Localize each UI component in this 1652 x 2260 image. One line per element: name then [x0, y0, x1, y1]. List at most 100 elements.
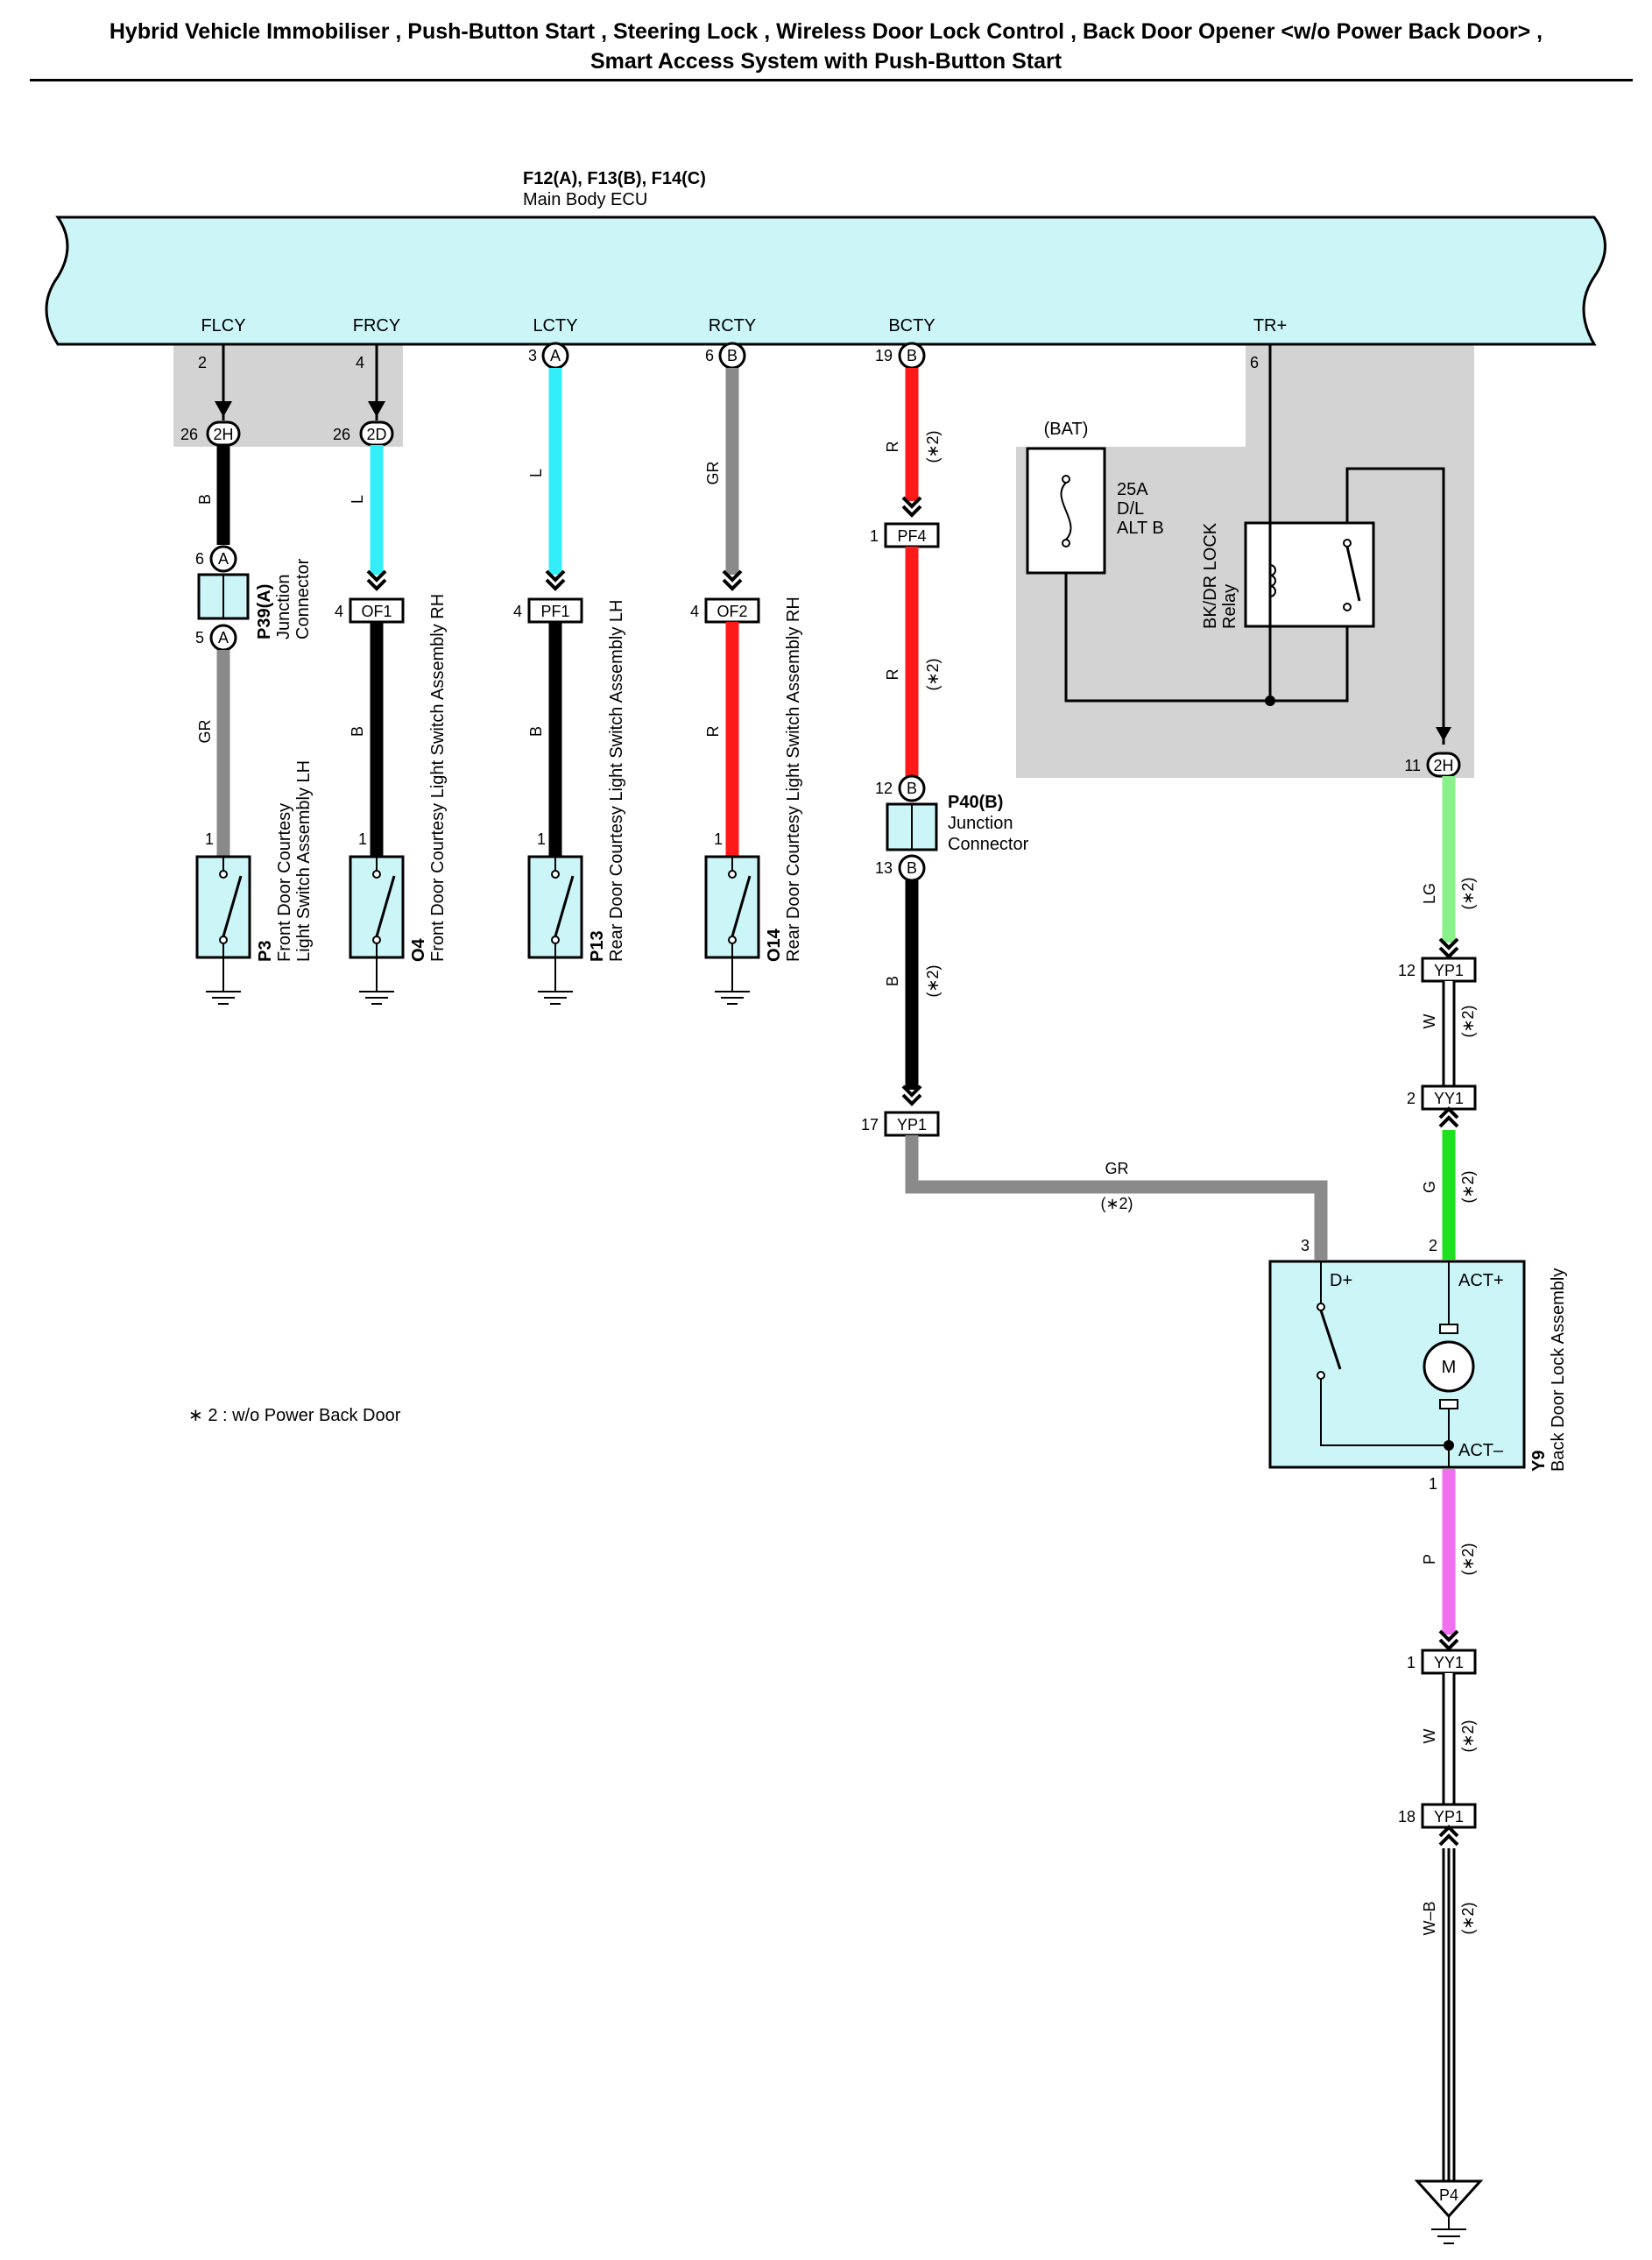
fuse-label-2: ALT B: [1117, 519, 1164, 538]
note-bcty-gr: (∗2): [1100, 1195, 1133, 1212]
pin-switch-p13: 1: [537, 830, 546, 848]
connector-yp1-w-label: YP1: [1434, 1808, 1464, 1826]
note-wb: (∗2): [1459, 1902, 1477, 1934]
pin-switch-p3: 1: [205, 830, 214, 848]
switch-o14-label: Rear Door Courtesy Light Switch Assembly…: [784, 597, 803, 962]
wire-color-lg: LG: [1421, 883, 1438, 904]
switch-o14-ref: O14: [765, 928, 784, 962]
wire-color-flcy-gr: GR: [196, 719, 214, 743]
bcty-circuit: B 19 R (∗2) PF4 1 R (∗2) B 12 P40(B) Jun…: [861, 342, 1328, 1260]
ecu-terminal-frcy: FRCY: [353, 316, 400, 335]
pin-pf4: 1: [870, 527, 879, 545]
wire-color-frcy-l: L: [349, 495, 366, 504]
rcty-pin-b-label: B: [727, 347, 738, 364]
pin-p39-bottom: 5: [195, 629, 204, 646]
wire-color-lcty-b: B: [527, 726, 545, 737]
badge-2d-frcy-label: 2D: [366, 426, 386, 443]
fuse-bat: (BAT): [1044, 420, 1089, 439]
pin-y9-g: 2: [1429, 1237, 1437, 1254]
ecu-ref: F12(A), F13(B), F14(C): [523, 169, 706, 188]
ecu-terminal-bcty: BCTY: [888, 316, 935, 335]
note-p: (∗2): [1459, 1543, 1477, 1575]
diagram-title-line-1: Hybrid Vehicle Immobiliser , Push-Button…: [109, 19, 1543, 44]
wire-color-bcty-r1: R: [884, 441, 901, 453]
note-bcty-r1: (∗2): [924, 430, 942, 463]
note-lg: (∗2): [1459, 877, 1477, 909]
lcty-circuit: A 3 L PF1 4 B 1 P13 Rear Door Courtesy L…: [513, 342, 626, 1005]
wire-color-rcty-gr: GR: [704, 461, 722, 484]
ground-o4: [358, 978, 395, 1005]
wire-color-g: G: [1421, 1181, 1438, 1193]
bkdr-lock-relay: [1244, 521, 1375, 628]
pin-frcy: 4: [356, 354, 364, 371]
pin-p39-top: 6: [195, 550, 204, 568]
fuse-amp: 25A: [1117, 480, 1148, 499]
p39-label-1: Junction: [274, 575, 293, 640]
ecu-terminal-trplus: TR+: [1253, 316, 1287, 335]
p39-pin-a-top: [209, 545, 237, 573]
p40-label-1: Junction: [948, 814, 1013, 833]
main-body-ecu: [45, 215, 1606, 346]
pin-y9-p: 1: [1429, 1475, 1437, 1493]
pin-frcy-2d: 26: [333, 426, 350, 443]
wire-color-lcty-l: L: [527, 469, 545, 477]
connector-yy1-p-label: YY1: [1434, 1654, 1464, 1671]
pin-yp1-lg: 12: [1398, 962, 1415, 979]
ecu-terminal-flcy: FLCY: [201, 316, 245, 335]
pin-rcty: 6: [705, 347, 714, 364]
connector-of2-label: OF2: [717, 603, 747, 620]
note-w1: (∗2): [1459, 1005, 1477, 1037]
switch-p13-label: Rear Door Courtesy Light Switch Assembly…: [607, 600, 626, 963]
ground-o14: [714, 978, 751, 1005]
y9-actplus: ACT+: [1458, 1271, 1504, 1290]
wire-color-frcy-b: B: [349, 726, 366, 737]
connector-yp1-lg: [1421, 957, 1477, 983]
wire-color-w1: W: [1421, 1014, 1438, 1029]
relay-label-1: BK/DR LOCK: [1201, 522, 1220, 629]
connector-pf1-label: PF1: [540, 603, 569, 620]
relay-label-2: Relay: [1220, 584, 1239, 629]
ground-p13: [537, 978, 574, 1005]
pin-pf1: 4: [513, 603, 522, 620]
p40-pin-b-top: [898, 774, 926, 802]
connector-of2: [704, 597, 760, 624]
p39-ref: P39(A): [255, 584, 274, 639]
pin-y9-gr: 3: [1301, 1237, 1310, 1254]
ecu-name: Main Body ECU: [523, 190, 647, 209]
switch-p3-label-2: Light Switch Assembly LH: [294, 760, 314, 962]
y9-ref: Y9: [1529, 1451, 1549, 1472]
rcty-circuit: B 6 GR OF2 4 R 1 O14 Rear Door Courtesy …: [690, 342, 803, 1005]
switch-p13-ref: P13: [588, 930, 607, 962]
ecu-terminal-rcty: RCTY: [709, 316, 756, 335]
p39-pin-a-top-label: A: [218, 550, 229, 568]
pin-trplus-2h: 11: [1404, 757, 1421, 774]
wire-color-w2: W: [1421, 1729, 1438, 1744]
note-bcty-b: (∗2): [924, 964, 942, 997]
switch-o14: [704, 855, 760, 959]
switch-p13: [527, 855, 583, 959]
note-w2: (∗2): [1459, 1720, 1477, 1752]
p39-pin-a-bottom-label: A: [218, 629, 229, 646]
pin-trplus: 6: [1250, 354, 1259, 371]
switch-o4-ref: O4: [409, 937, 428, 962]
connector-pf4-label: PF4: [897, 527, 926, 545]
y9-actminus: ACT–: [1458, 1441, 1504, 1460]
wire-color-bcty-r2: R: [884, 669, 901, 681]
pin-yp1-bcty: 17: [861, 1116, 879, 1134]
pin-lcty: 3: [528, 347, 537, 364]
ground-p3: [205, 978, 242, 1005]
pin-yy1-p: 1: [1407, 1654, 1415, 1671]
pin-flcy-2h: 26: [180, 426, 198, 443]
pin-flcy: 2: [198, 354, 207, 371]
switch-o4-label: Front Door Courtesy Light Switch Assembl…: [428, 594, 448, 962]
switch-p3-ref: P3: [256, 941, 275, 962]
connector-yp1-bcty-label: YP1: [897, 1116, 927, 1134]
ground-point-p4: [1414, 2179, 1484, 2219]
wire-color-flcy-b: B: [196, 494, 214, 505]
wire-color-rcty-r: R: [704, 726, 722, 738]
frcy-circuit: 4 2D 26 L OF1 4 B 1 O4 Front Door Courte…: [333, 344, 448, 1005]
note-bcty-r2: (∗2): [924, 658, 942, 690]
p40-ref: P40(B): [948, 793, 1003, 812]
motor-symbol: [1423, 1340, 1475, 1393]
connector-of1: [349, 597, 405, 624]
